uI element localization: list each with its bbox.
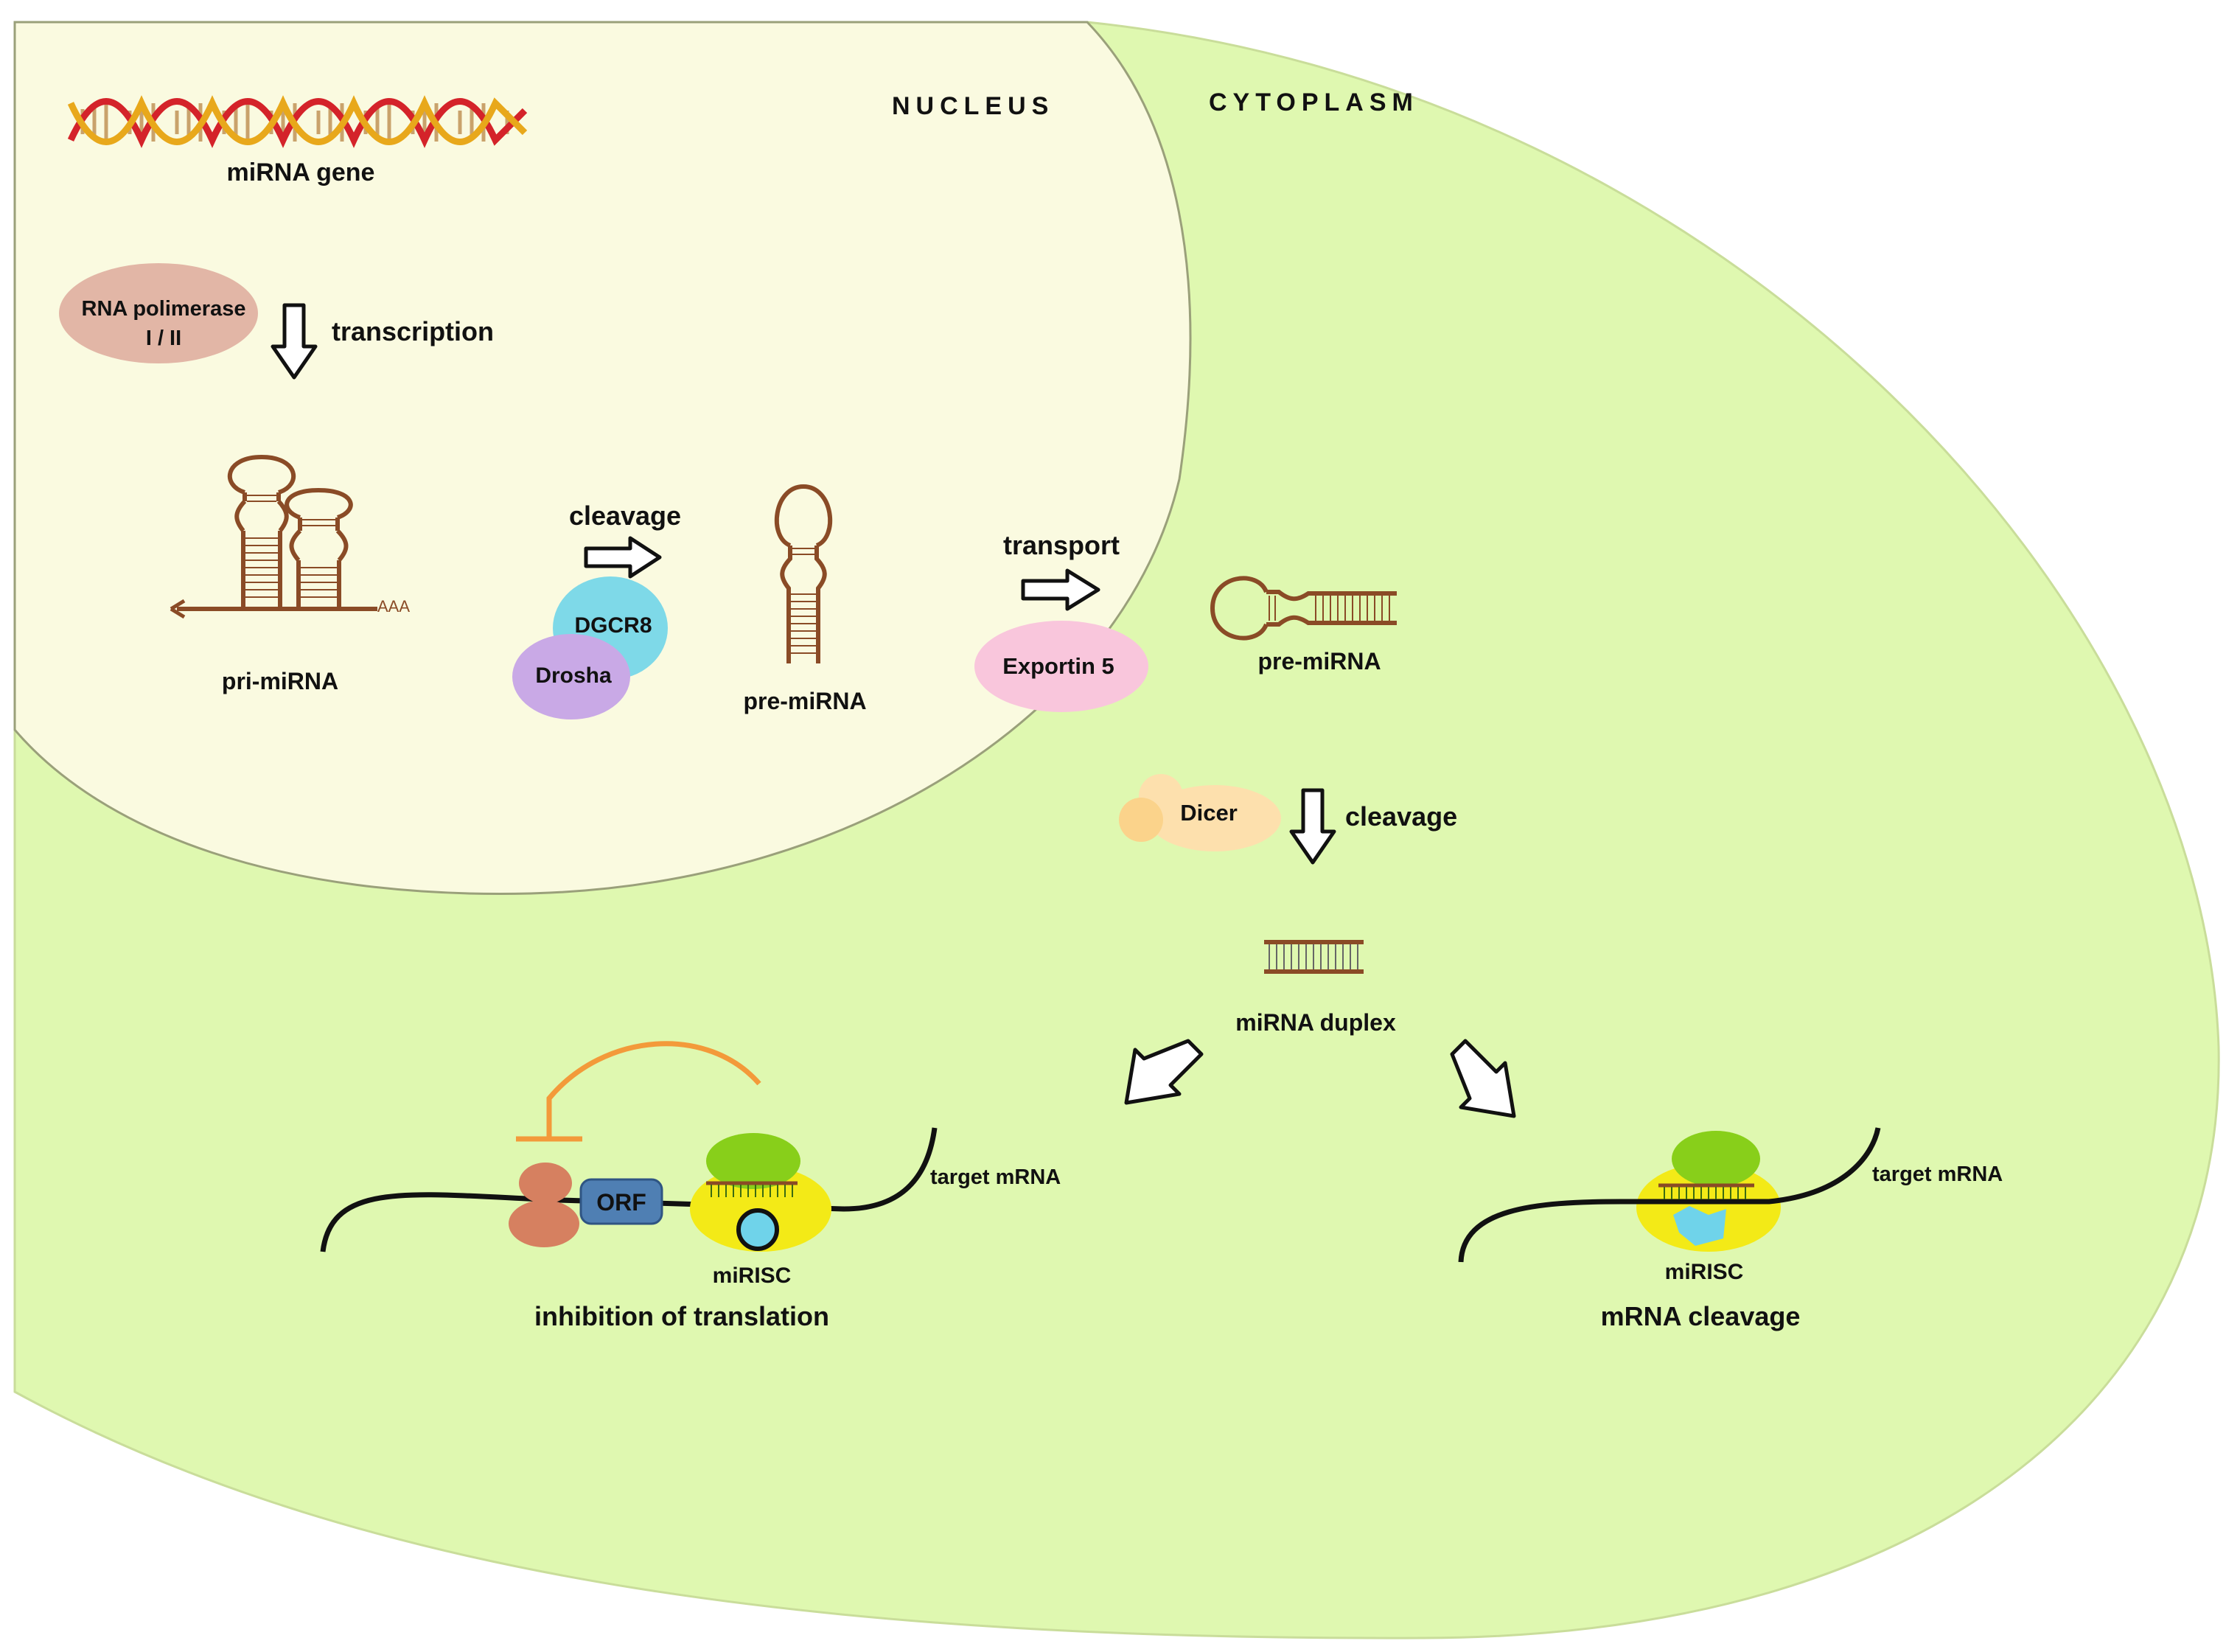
- pre-mirna-cytoplasm-rungs: [1269, 596, 1390, 621]
- pri-mirna-structure: [170, 454, 377, 619]
- cleavage-nucleus-label: cleavage: [569, 501, 681, 531]
- mirna-duplex-icon: [1264, 940, 1364, 974]
- transcription-arrow-icon: [271, 303, 318, 380]
- drosha-label: Drosha: [535, 663, 612, 688]
- dicer-domain: [1119, 798, 1163, 842]
- inhibition-label: inhibition of translation: [534, 1301, 829, 1331]
- ago-left-blob: [706, 1133, 800, 1189]
- mirna-duplex-label: miRNA duplex: [1235, 1009, 1396, 1036]
- pri-mirna-label: pri-miRNA: [222, 668, 338, 694]
- inhibition-bar-icon: [546, 1041, 761, 1139]
- mirisc-left-label: miRISC: [713, 1264, 792, 1288]
- poly-a-tail-label: AAA: [377, 597, 410, 616]
- nucleus-region: [13, 21, 1192, 895]
- orf-label: ORF: [596, 1189, 646, 1216]
- drosha-blob: [512, 634, 630, 719]
- rna-polymerase-label-1: RNA polimerase: [82, 297, 246, 321]
- pre-mirna-cytoplasm-structure: [1210, 576, 1397, 641]
- cleavage-nucleus-arrow-icon: [584, 536, 662, 579]
- ribosome-icon: [509, 1163, 579, 1247]
- cleavage-domain-right: [1673, 1206, 1726, 1246]
- pre-mirna-nucleus-structure: [774, 484, 833, 663]
- exportin-label: Exportin 5: [1002, 653, 1114, 679]
- mirna-bound-right-rungs: [1664, 1187, 1746, 1199]
- transcription-label: transcription: [332, 316, 494, 346]
- mrna-cleavage-label: mRNA cleavage: [1601, 1301, 1801, 1331]
- pri-mirna-rungs: [245, 495, 337, 598]
- target-mrna-right-label: target mRNA: [1872, 1163, 2003, 1186]
- dicer-label: Dicer: [1180, 800, 1238, 826]
- dna-helix-icon: [67, 95, 528, 148]
- pre-mirna-nucleus-rungs: [790, 548, 817, 654]
- cleavage-cytoplasm-label: cleavage: [1345, 801, 1457, 832]
- arrow-to-cleavage-icon: [1450, 1039, 1516, 1118]
- mrna-loop-left: [736, 1208, 779, 1251]
- mirna-gene-label: miRNA gene: [227, 158, 375, 187]
- cytoplasm-title: CYTOPLASM: [1209, 88, 1419, 116]
- target-mrna-left-label: target mRNA: [930, 1165, 1061, 1189]
- mirisc-right-label: miRISC: [1665, 1260, 1744, 1284]
- transport-arrow-icon: [1021, 568, 1100, 611]
- transport-label: transport: [1003, 530, 1120, 560]
- cleavage-cytoplasm-arrow-icon: [1289, 788, 1336, 865]
- rna-polymerase-label-2: I / II: [146, 327, 181, 350]
- pre-mirna-cytoplasm-label: pre-miRNA: [1257, 648, 1381, 675]
- mirna-bound-left-rungs: [711, 1185, 793, 1197]
- dgcr8-label: DGCR8: [574, 613, 652, 638]
- target-mrna-right-strand: [1458, 1127, 1881, 1263]
- rna-polymerase-blob: [59, 263, 258, 363]
- orf-box: [579, 1178, 663, 1225]
- pre-mirna-nucleus-label: pre-miRNA: [743, 688, 866, 714]
- exportin-blob: [974, 621, 1148, 712]
- nucleus-title: NUCLEUS: [892, 92, 1054, 120]
- arrow-to-inhibition-icon: [1124, 1039, 1204, 1105]
- ago-right-blob: [1672, 1131, 1760, 1187]
